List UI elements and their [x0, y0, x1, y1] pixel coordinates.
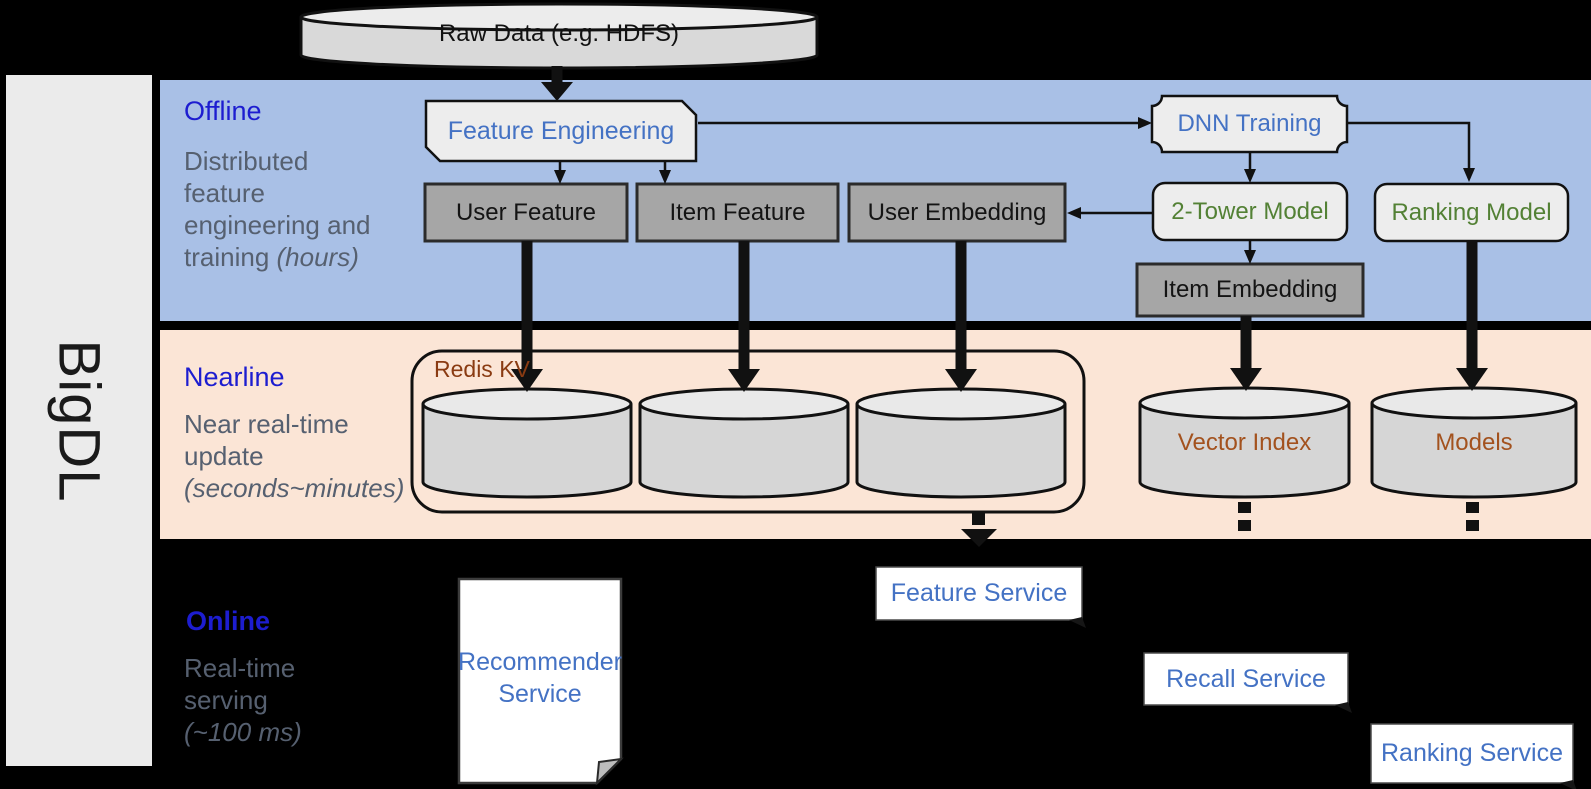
thick-arrows — [511, 66, 1488, 547]
nearline-section-title: Nearline — [184, 362, 285, 392]
feature-engineering-label: Feature Engineering — [447, 116, 675, 145]
item-feature-label: Item Feature — [669, 198, 806, 226]
item-feature-box — [635, 182, 840, 243]
vector-index-cylinder — [1138, 386, 1351, 499]
arrow-item-embedding-to-vector-index — [1230, 316, 1262, 391]
ranking-model-label: Ranking Model — [1391, 198, 1552, 226]
dashed-link-vector-index-to-recall — [1238, 502, 1251, 531]
offline-section-desc: Distributed feature engineering and trai… — [184, 146, 371, 272]
arrow-ranking-model-to-models — [1456, 241, 1488, 391]
user-embedding-label: User Embedding — [867, 198, 1047, 226]
recall-service-label: Recall Service — [1166, 664, 1326, 693]
recall-service-box — [1143, 652, 1352, 713]
feature-service-box — [875, 566, 1086, 628]
item-embedding-label: Item Embedding — [1162, 276, 1338, 303]
item-embedding-box — [1135, 262, 1365, 318]
recommender-service-doc — [457, 577, 624, 786]
feature-engineering-box — [424, 99, 698, 163]
arrow-user-embedding-to-redis — [945, 241, 977, 392]
feature-service-label: Feature Service — [890, 579, 1068, 607]
dnn-training-label: DNN Training — [1177, 110, 1322, 137]
offline-section-title: Offline — [184, 96, 262, 126]
arrow-raw-data-to-fe — [541, 66, 573, 101]
arrow-item-feature-to-redis — [728, 241, 760, 392]
ranking-service-box — [1370, 723, 1577, 789]
online-section-desc: Real-time serving (~100 ms) — [184, 653, 302, 747]
redis-kv-label: Redis KV — [434, 356, 530, 382]
ranking-service-label: Ranking Service — [1380, 739, 1564, 767]
nearline-section-desc: Near real-time update (seconds~minutes) — [184, 409, 405, 503]
dnn-training-box — [1150, 94, 1349, 154]
bigdl-sidebar: BigDL — [6, 75, 152, 766]
two-tower-model-label: 2-Tower Model — [1171, 197, 1329, 225]
raw-data-label: Raw Data (e.g. HDFS) — [438, 20, 680, 47]
dashed-link-models-to-ranking — [1466, 502, 1479, 531]
user-feature-box — [423, 182, 629, 243]
models-label: Models — [1435, 429, 1513, 456]
arrow-user-feature-to-redis — [511, 241, 543, 392]
user-embedding-box — [847, 182, 1067, 243]
user-feature-label: User Feature — [455, 198, 597, 226]
vector-index-label: Vector Index — [1177, 429, 1312, 456]
redis-cylinder-2 — [638, 387, 850, 499]
redis-cylinder-1 — [421, 387, 633, 499]
dashed-arrow-redis-to-feature-service — [961, 513, 997, 547]
models-cylinder — [1370, 386, 1578, 499]
redis-cylinder-3 — [855, 387, 1067, 499]
recommender-service-label: Recommender Service — [458, 648, 622, 708]
online-section-title: Online — [186, 606, 271, 636]
arrow-dnn-to-ranking-model — [1347, 121, 1475, 182]
